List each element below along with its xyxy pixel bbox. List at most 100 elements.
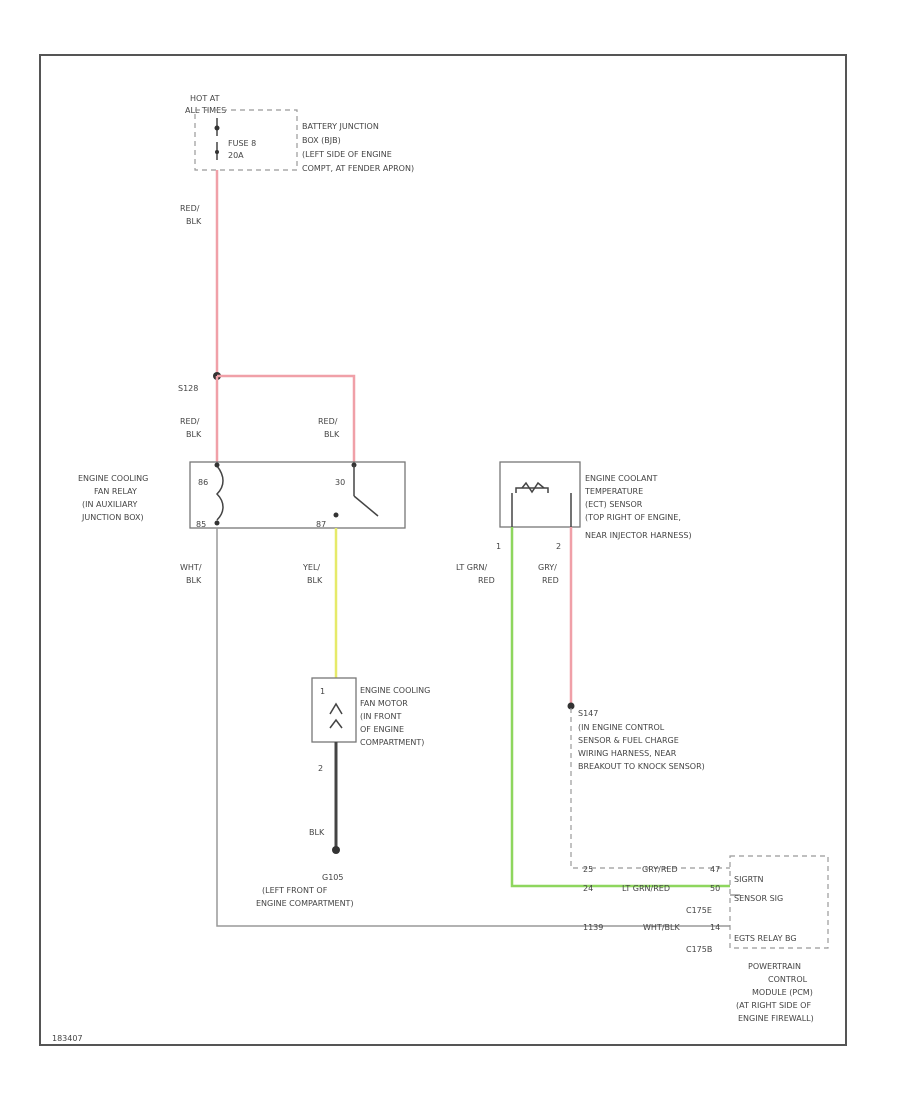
wire-label-red-blk-right-1: RED/ xyxy=(318,417,338,426)
ect-sensor: ENGINE COOLANT TEMPERATURE (ECT) SENSOR … xyxy=(499,461,692,540)
motor-box xyxy=(311,677,357,743)
pcm-row2-pin: 24 xyxy=(583,884,593,893)
relay-coil-icon xyxy=(215,465,224,521)
pcm-row1-pin: 25 xyxy=(583,865,593,874)
relay-box xyxy=(189,461,406,529)
relay-pin-86-icon xyxy=(214,462,220,468)
wire-label-red-blk-left-1: RED/ xyxy=(180,417,200,426)
wire-wht-blk xyxy=(216,528,730,927)
relay-pin-87: 87 xyxy=(316,520,326,529)
fuse-terminal-icon xyxy=(215,150,219,154)
diagram-frame xyxy=(39,54,847,1046)
relay-pin-85: 85 xyxy=(196,520,206,529)
ect-label-4: (TOP RIGHT OF ENGINE, xyxy=(585,513,681,522)
s147-id: S147 xyxy=(578,709,598,718)
pcm-row3-cav: 14 xyxy=(710,923,720,932)
pcm-row3-label: EGTS RELAY BG xyxy=(734,934,797,943)
thermistor-element-icon xyxy=(521,481,545,494)
relay-label-3: (IN AUXILIARY xyxy=(82,500,138,509)
powertrain-control-module: 25 GRY/RED 47 SIGRTN 24 LT GRN/RED 50 SE… xyxy=(583,855,829,1023)
pcm-conn-c175b: C175B xyxy=(686,945,712,954)
motor-label-5: COMPARTMENT) xyxy=(360,738,424,747)
pcm-label-3: MODULE (PCM) xyxy=(752,988,813,997)
motor-pin-2: 2 xyxy=(318,764,323,773)
pcm-label-2: CONTROL xyxy=(768,975,808,984)
engine-cooling-fan-motor: 1 ENGINE COOLING FAN MOTOR (IN FRONT OF … xyxy=(311,677,430,747)
wire-red-blk-right xyxy=(217,374,356,462)
battery-junction-box: HOT AT ALL TIMES FUSE 8 20A BATTERY JUNC… xyxy=(185,94,414,173)
pcm-row2-cav: 50 xyxy=(710,884,720,893)
pcm-row3-wire: WHT/BLK xyxy=(643,923,680,932)
bjb-label-2: BOX (BJB) xyxy=(302,136,341,145)
fuse-rating-label: 20A xyxy=(228,151,244,160)
motor-label-1: ENGINE COOLING xyxy=(360,686,430,695)
fuse-label: FUSE 8 xyxy=(228,139,256,148)
pcm-label-1: POWERTRAIN xyxy=(748,962,801,971)
motor-label-4: OF ENGINE xyxy=(360,725,404,734)
ect-label-2: TEMPERATURE xyxy=(584,487,643,496)
ect-sensor-box xyxy=(499,461,581,528)
s147-label-3: WIRING HARNESS, NEAR xyxy=(578,749,677,758)
ect-pin-2: 2 xyxy=(556,542,561,551)
wire-label-yel-blk-1: YEL/ xyxy=(302,563,320,572)
ect-label-3: (ECT) SENSOR xyxy=(585,500,643,509)
pcm-conn-c175e: C175E xyxy=(686,906,712,915)
figure-id: 183407 xyxy=(52,1034,83,1043)
ground-label-1: (LEFT FRONT OF xyxy=(262,886,328,895)
wire-label-red-blk-right-2: BLK xyxy=(324,430,340,439)
motor-label-3: (IN FRONT xyxy=(360,712,401,721)
relay-label-4: JUNCTION BOX) xyxy=(81,513,144,522)
motor-label-2: FAN MOTOR xyxy=(360,699,408,708)
ground-id: G105 xyxy=(322,873,343,882)
wire-label-lt-grn-red-1: LT GRN/ xyxy=(456,563,488,572)
fuse-8-icon xyxy=(214,125,220,131)
s147-label-2: SENSOR & FUEL CHARGE xyxy=(578,736,679,745)
wire-label-red-blk-left-2: BLK xyxy=(186,430,202,439)
bjb-label-1: BATTERY JUNCTION xyxy=(302,122,379,131)
pcm-row3-pin: 1139 xyxy=(583,923,603,932)
wire-label-wht-blk-1: WHT/ xyxy=(180,563,202,572)
wire-label-wht-blk-2: BLK xyxy=(186,576,202,585)
wire-label-blk: BLK xyxy=(309,828,325,837)
ect-label-1: ENGINE COOLANT xyxy=(585,474,657,483)
wire-s147-to-pcm xyxy=(570,708,730,869)
pcm-row1-label: SIGRTN xyxy=(734,875,764,884)
pcm-row2-wire: LT GRN/RED xyxy=(622,884,670,893)
thermistor-icon xyxy=(515,487,549,493)
ect-label-5: NEAR INJECTOR HARNESS) xyxy=(585,531,692,540)
ground-label-2: ENGINE COMPARTMENT) xyxy=(256,899,354,908)
wire-label-red-blk-top-2: BLK xyxy=(186,217,202,226)
bjb-label-3: (LEFT SIDE OF ENGINE xyxy=(302,150,392,159)
pcm-row1-wire: GRY/RED xyxy=(642,865,678,874)
relay-label-1: ENGINE COOLING xyxy=(78,474,148,483)
motor-pin-1: 1 xyxy=(320,687,325,696)
relay-pin-30: 30 xyxy=(335,478,345,487)
pcm-label-5: ENGINE FIREWALL) xyxy=(738,1014,814,1023)
relay-pin-85-icon xyxy=(214,520,220,526)
fan-motor-icon-lower xyxy=(329,718,343,729)
hot-at-label-1: HOT AT xyxy=(190,94,220,103)
s147-label-1: (IN ENGINE CONTROL xyxy=(578,723,665,732)
splice-s147-icon xyxy=(567,702,575,710)
wire-lt-grn-red xyxy=(510,527,730,888)
engine-cooling-fan-relay: 86 85 30 87 ENGINE COOLING FAN RELAY (IN… xyxy=(78,461,406,529)
relay-pin-87-icon xyxy=(333,512,339,518)
pcm-label-4: (AT RIGHT SIDE OF xyxy=(736,1001,811,1010)
wire-label-yel-blk-2: BLK xyxy=(307,576,323,585)
relay-pin-86: 86 xyxy=(198,478,208,487)
relay-switch-arm-icon xyxy=(353,495,379,517)
splice-s128-label: S128 xyxy=(178,384,198,393)
pcm-row2-label: SENSOR SIG xyxy=(734,894,783,903)
wire-label-gry-red-1: GRY/ xyxy=(538,563,557,572)
s147-label-4: BREAKOUT TO KNOCK SENSOR) xyxy=(578,762,705,771)
wire-label-lt-grn-red-2: RED xyxy=(478,576,495,585)
relay-label-2: FAN RELAY xyxy=(94,487,137,496)
ect-pin-1: 1 xyxy=(496,542,501,551)
ground-g105-icon xyxy=(332,846,340,854)
pcm-outline xyxy=(729,855,829,949)
bjb-label-4: COMPT, AT FENDER APRON) xyxy=(302,164,414,173)
wire-label-red-blk-top-1: RED/ xyxy=(180,204,200,213)
wire-label-gry-red-2: RED xyxy=(542,576,559,585)
pcm-row1-cav: 47 xyxy=(710,865,720,874)
